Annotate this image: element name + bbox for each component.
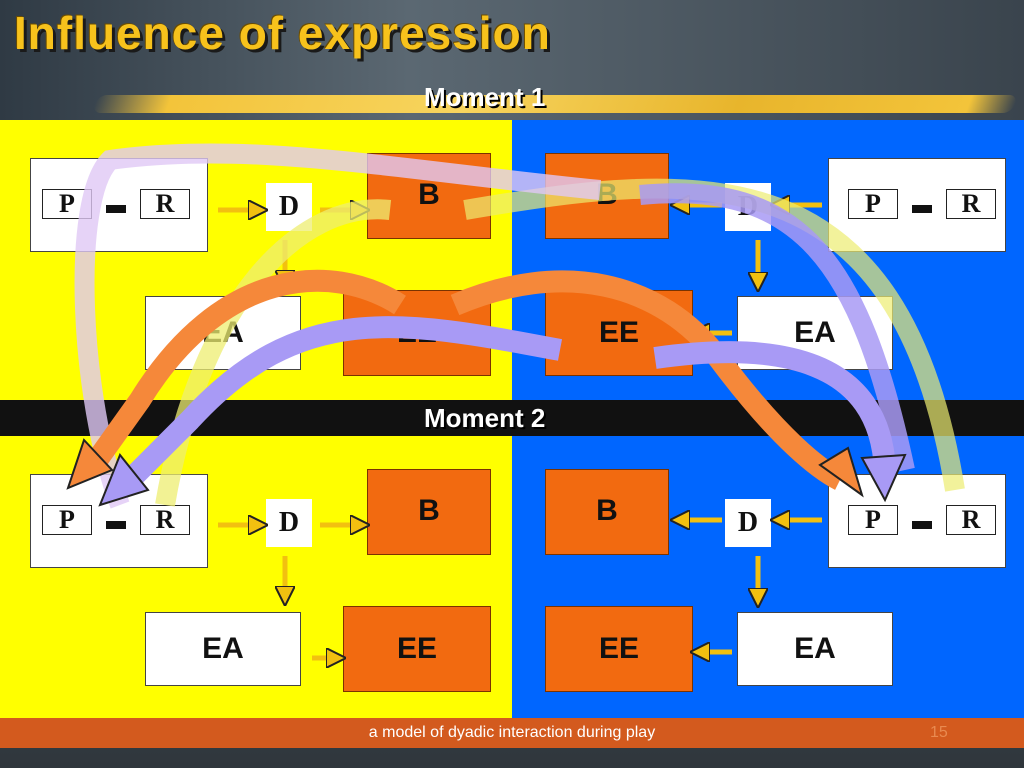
ee-box: EE [343, 606, 491, 692]
r-label: R [140, 505, 190, 535]
p-label: P [42, 189, 92, 219]
r-label: R [140, 189, 190, 219]
d-box: D [725, 499, 771, 547]
ee-box: EE [545, 290, 693, 376]
p-label: P [848, 189, 898, 219]
b-box: B [545, 153, 669, 239]
d-box: D [266, 183, 312, 231]
r-label: R [946, 505, 996, 535]
p-label: P [42, 505, 92, 535]
ea-box: EA [737, 612, 893, 686]
pr-dash [912, 205, 932, 213]
ee-box: EE [343, 290, 491, 376]
ea-box: EA [737, 296, 893, 370]
b-box: B [545, 469, 669, 555]
moment-2-label: Moment 2 [424, 403, 546, 433]
page-number: 15 [930, 724, 948, 741]
b-box: B [367, 469, 491, 555]
p-label: P [848, 505, 898, 535]
d-box: D [266, 499, 312, 547]
pr-dash [912, 521, 932, 529]
pr-dash [106, 205, 126, 213]
footer-caption: a model of dyadic interaction during pla… [368, 724, 656, 741]
d-box: D [725, 183, 771, 231]
footer-bar [0, 718, 1024, 748]
r-label: R [946, 189, 996, 219]
ea-box: EA [145, 612, 301, 686]
brush-stroke-decoration [91, 95, 1019, 113]
b-box: B [367, 153, 491, 239]
pr-dash [106, 521, 126, 529]
ee-box: EE [545, 606, 693, 692]
ea-box: EA [145, 296, 301, 370]
slide-title: Influence of expression [14, 7, 551, 59]
moment-1-label: Moment 1 [424, 82, 546, 112]
